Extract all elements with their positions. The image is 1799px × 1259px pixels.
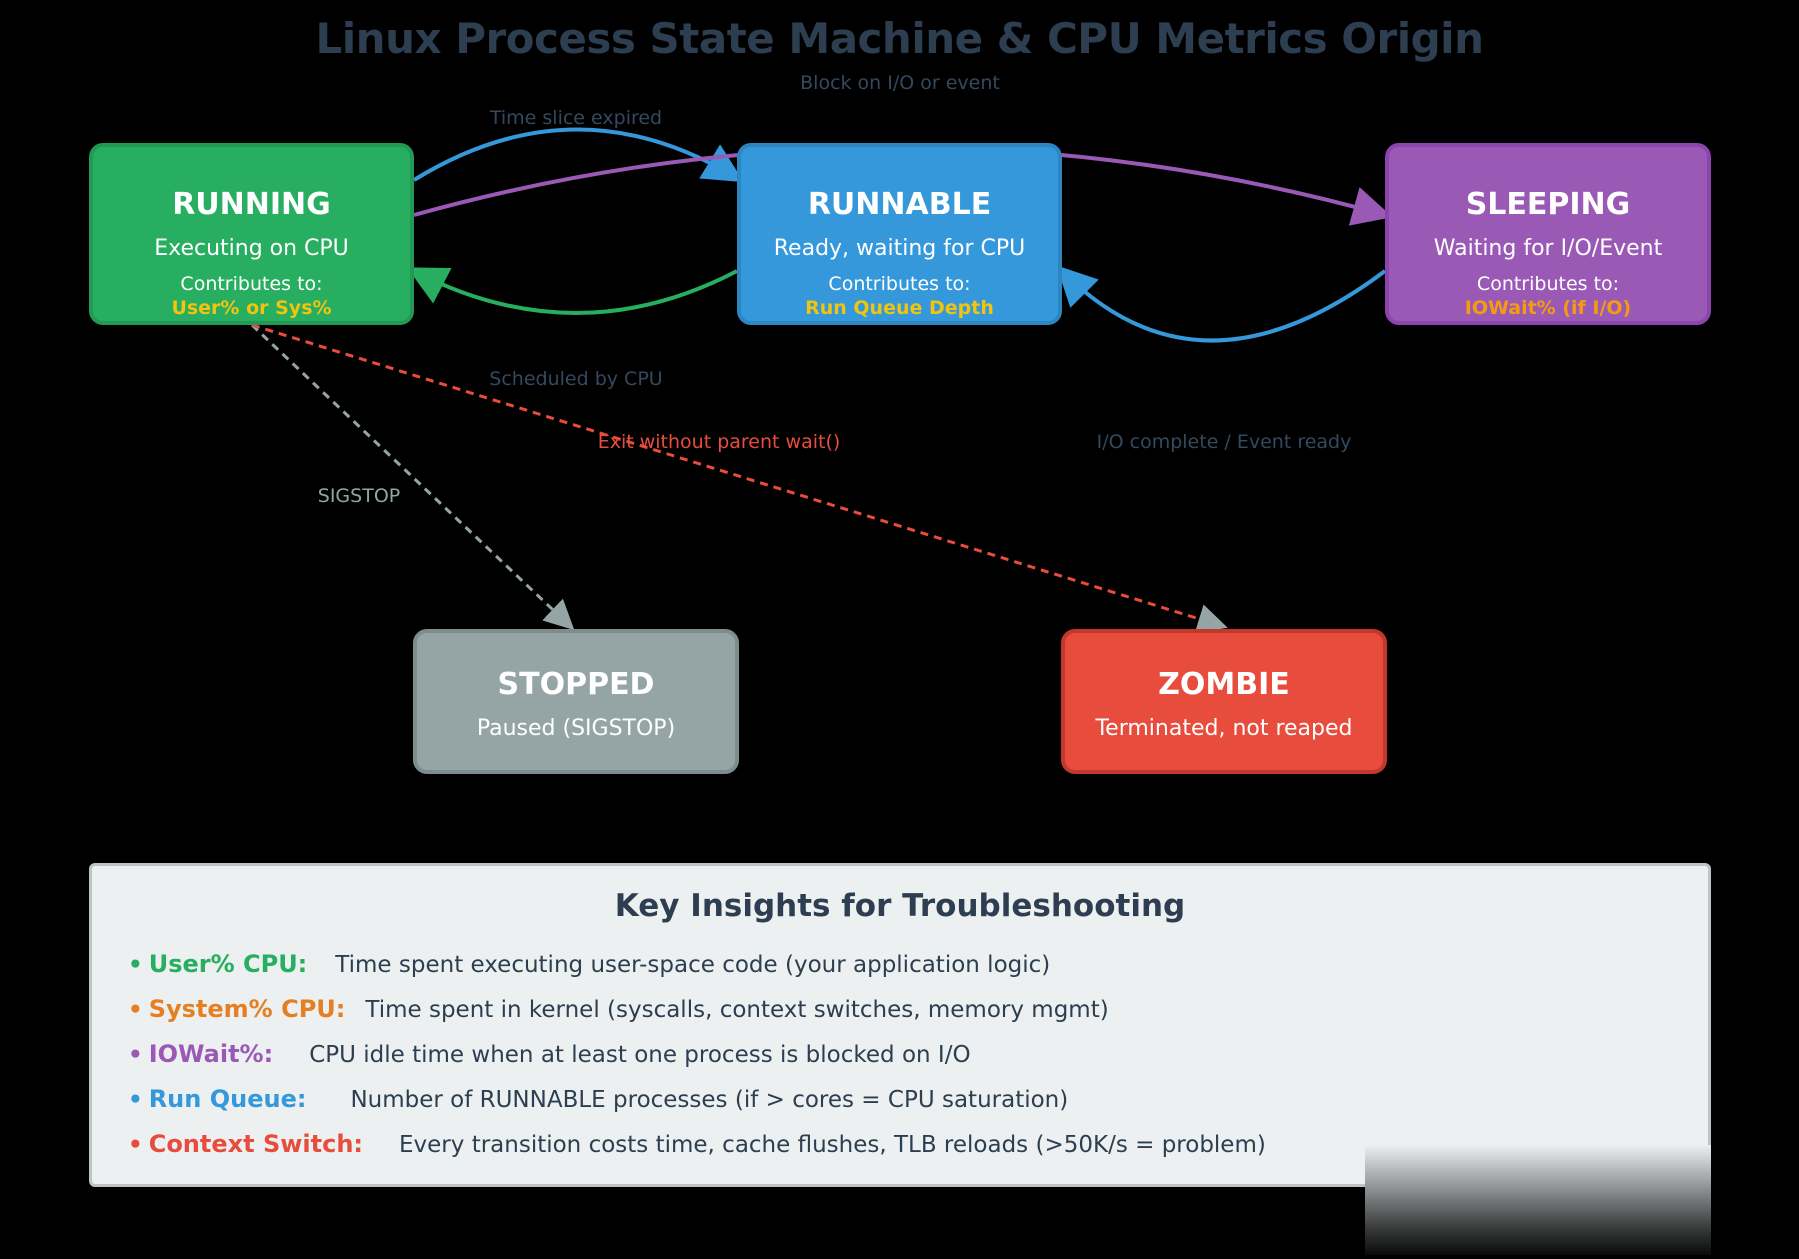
blurred-overlay: [1365, 1145, 1711, 1255]
insight-text: Every transition costs time, cache flush…: [399, 1132, 1266, 1158]
state-desc: Ready, waiting for CPU: [773, 236, 1026, 261]
arrow-runnable-to-running: [406, 267, 738, 315]
state-name: STOPPED: [497, 667, 655, 702]
state-metric: Run Queue Depth: [805, 297, 994, 319]
state-contrib: Contributes to:: [1476, 273, 1620, 295]
state-metric: User% or Sys%: [171, 297, 332, 319]
insight-item: •Run Queue:Number of RUNNABLE processes …: [128, 1085, 1069, 1113]
state-desc: Terminated, not reaped: [1095, 716, 1353, 741]
label-io-complete: I/O complete / Event ready: [1096, 431, 1352, 453]
insight-text: Number of RUNNABLE processes (if > cores…: [350, 1087, 1069, 1113]
state-desc: Paused (SIGSTOP): [476, 716, 676, 741]
label-time-slice: Time slice expired: [489, 107, 663, 129]
state-contrib: Contributes to:: [828, 273, 971, 295]
insight-item: •System% CPU:Time spent in kernel (sysca…: [128, 995, 1109, 1023]
state-name: RUNNABLE: [807, 187, 992, 222]
state-name: SLEEPING: [1465, 187, 1631, 222]
state-metric: IOWait% (if I/O): [1464, 297, 1632, 319]
label-sigstop: SIGSTOP: [317, 485, 401, 507]
arrow-running-to-stopped: [250, 323, 575, 631]
insight-item: •IOWait%:CPU idle time when at least one…: [128, 1040, 971, 1068]
state-stopped: STOPPED Paused (SIGSTOP): [413, 629, 739, 774]
insight-item: •Context Switch:Every transition costs t…: [128, 1130, 1266, 1158]
insight-text: CPU idle time when at least one process …: [309, 1042, 971, 1068]
state-desc: Executing on CPU: [154, 236, 349, 261]
diagram-title: Linux Process State Machine & CPU Metric…: [315, 14, 1484, 63]
state-zombie: ZOMBIE Terminated, not reaped: [1061, 629, 1387, 774]
state-name: RUNNING: [172, 187, 331, 222]
insight-label: IOWait%:: [148, 1040, 274, 1068]
state-name: ZOMBIE: [1158, 667, 1290, 702]
insight-item: •User% CPU:Time spent executing user-spa…: [128, 950, 1051, 978]
insights-title: Key Insights for Troubleshooting: [614, 888, 1186, 924]
insight-text: Time spent executing user-space code (yo…: [335, 952, 1051, 978]
insight-label: User% CPU:: [148, 950, 308, 978]
arrow-running-to-runnable: [412, 127, 744, 183]
state-sleeping: SLEEPING Waiting for I/O/Event Contribut…: [1385, 143, 1711, 325]
insights-panel: Key Insights for Troubleshooting •User% …: [89, 863, 1711, 1187]
label-exit: Exit without parent wait(): [597, 431, 841, 453]
arrow-sleeping-to-runnable: [1056, 265, 1387, 343]
insight-label: Run Queue:: [148, 1085, 307, 1113]
insight-label: Context Switch:: [148, 1130, 364, 1158]
insight-label: System% CPU:: [148, 995, 346, 1023]
insight-text: Time spent in kernel (syscalls, context …: [365, 997, 1109, 1023]
state-running: RUNNING Executing on CPU Contributes to:…: [89, 143, 414, 325]
label-block-io: Block on I/O or event: [800, 72, 1000, 94]
label-scheduled: Scheduled by CPU: [489, 368, 663, 390]
state-runnable: RUNNABLE Ready, waiting for CPU Contribu…: [737, 143, 1062, 325]
arrow-running-to-zombie: [251, 323, 1228, 634]
state-contrib: Contributes to:: [180, 273, 323, 295]
state-desc: Waiting for I/O/Event: [1433, 236, 1663, 261]
